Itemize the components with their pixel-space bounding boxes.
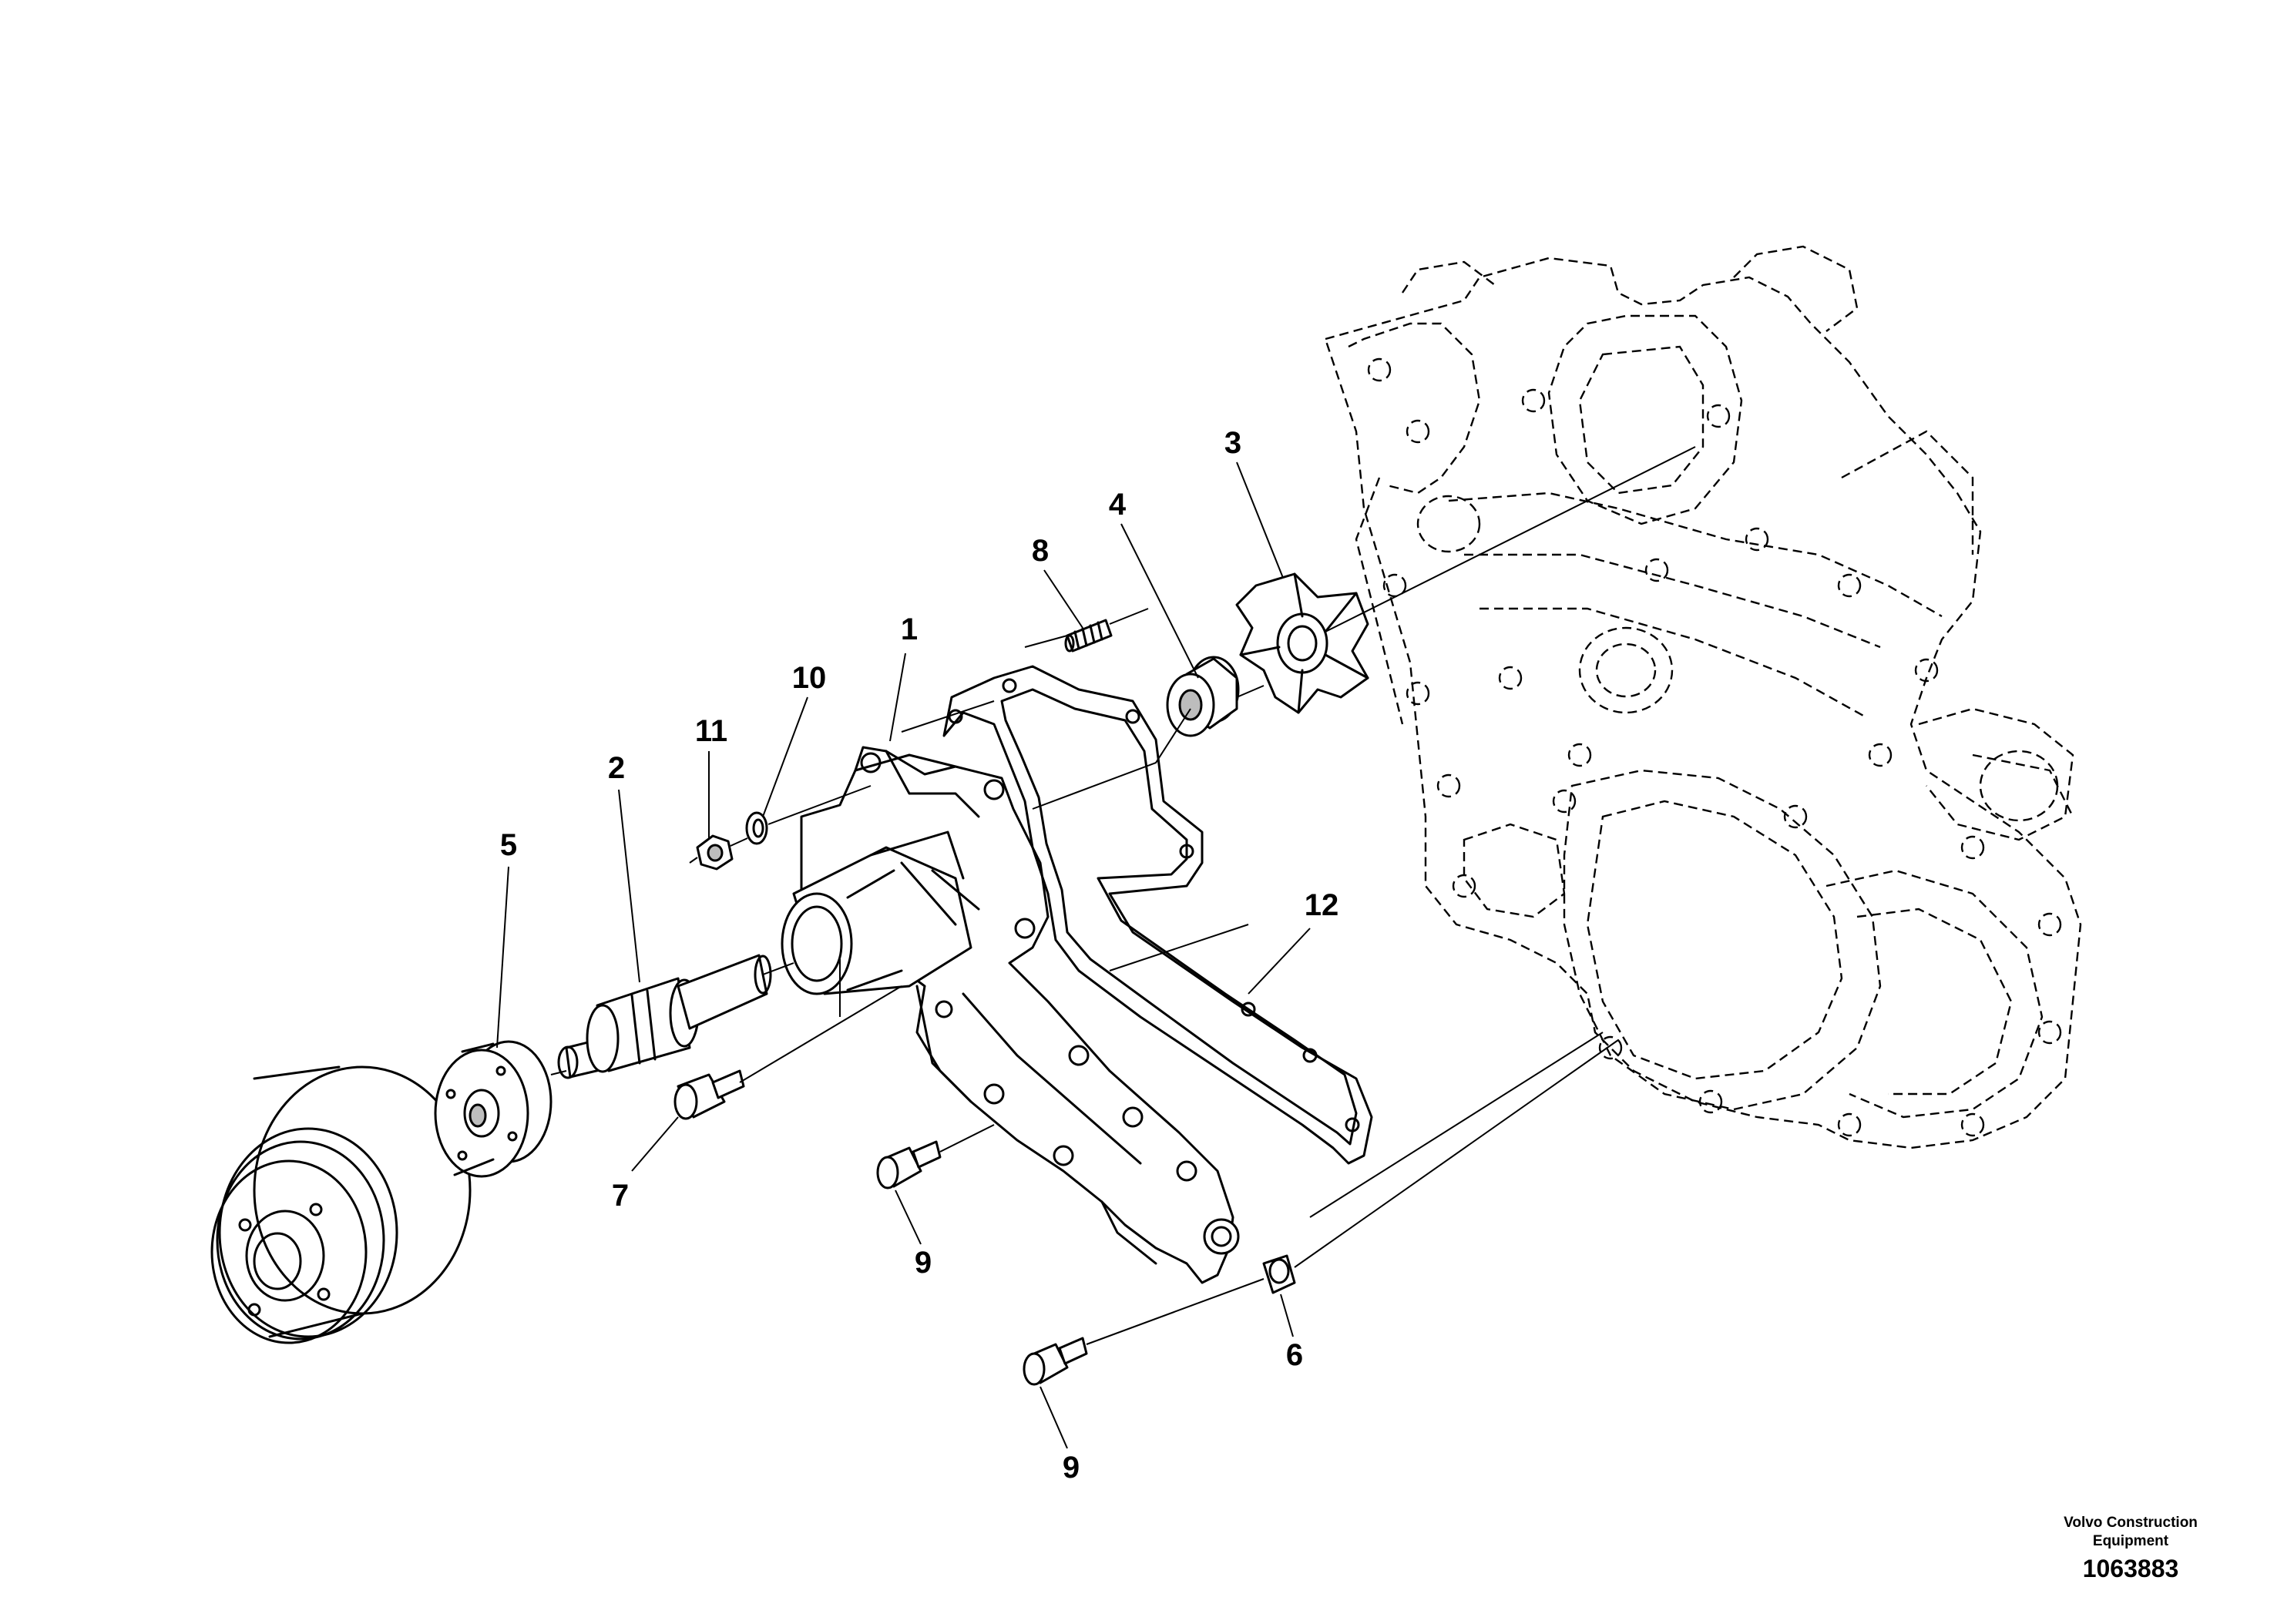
callout-1: 1 bbox=[901, 612, 918, 646]
callout-2: 2 bbox=[608, 751, 625, 785]
callout-4: 4 bbox=[1109, 488, 1127, 522]
publisher-line-2: Equipment bbox=[2092, 1533, 2169, 1549]
impeller bbox=[1235, 572, 1369, 714]
publisher-line-1: Volvo Construction bbox=[2064, 1515, 2198, 1531]
spring-washer bbox=[745, 811, 768, 845]
callout-10: 10 bbox=[792, 661, 827, 695]
stud-bolt bbox=[1064, 619, 1113, 653]
drawing-number: 1063883 bbox=[2082, 1555, 2179, 1582]
mechanical-seal bbox=[1166, 656, 1240, 737]
pump-gasket bbox=[942, 665, 1373, 1165]
callout-9-upper: 9 bbox=[915, 1246, 932, 1280]
water-pump-housing bbox=[781, 746, 1240, 1284]
bearing-shaft bbox=[557, 954, 772, 1079]
assembly-axis-lines bbox=[550, 446, 1696, 1345]
hex-nut bbox=[696, 834, 734, 871]
callout-11: 11 bbox=[695, 714, 727, 748]
drain-plug bbox=[1262, 1254, 1296, 1294]
bolt-9-lower bbox=[1023, 1337, 1088, 1386]
callout-8: 8 bbox=[1032, 534, 1049, 568]
callout-labels: 1 2 3 4 5 6 7 8 9 9 10 11 12 bbox=[500, 426, 1338, 1485]
pulley-flange-hub bbox=[434, 1040, 553, 1178]
engine-block-outline bbox=[1324, 245, 2082, 1149]
publisher-caption: Volvo Construction Equipment bbox=[2038, 1514, 2223, 1551]
fan-pulley bbox=[210, 1065, 472, 1344]
bolt-9-upper bbox=[876, 1140, 942, 1189]
bolt-7 bbox=[673, 1069, 745, 1120]
callout-9-lower: 9 bbox=[1063, 1451, 1080, 1485]
callout-12: 12 bbox=[1305, 888, 1339, 922]
callout-7: 7 bbox=[612, 1179, 629, 1213]
callout-leaders bbox=[496, 461, 1311, 1449]
callout-5: 5 bbox=[500, 828, 517, 862]
callout-3: 3 bbox=[1224, 426, 1241, 460]
callout-6: 6 bbox=[1286, 1338, 1303, 1372]
